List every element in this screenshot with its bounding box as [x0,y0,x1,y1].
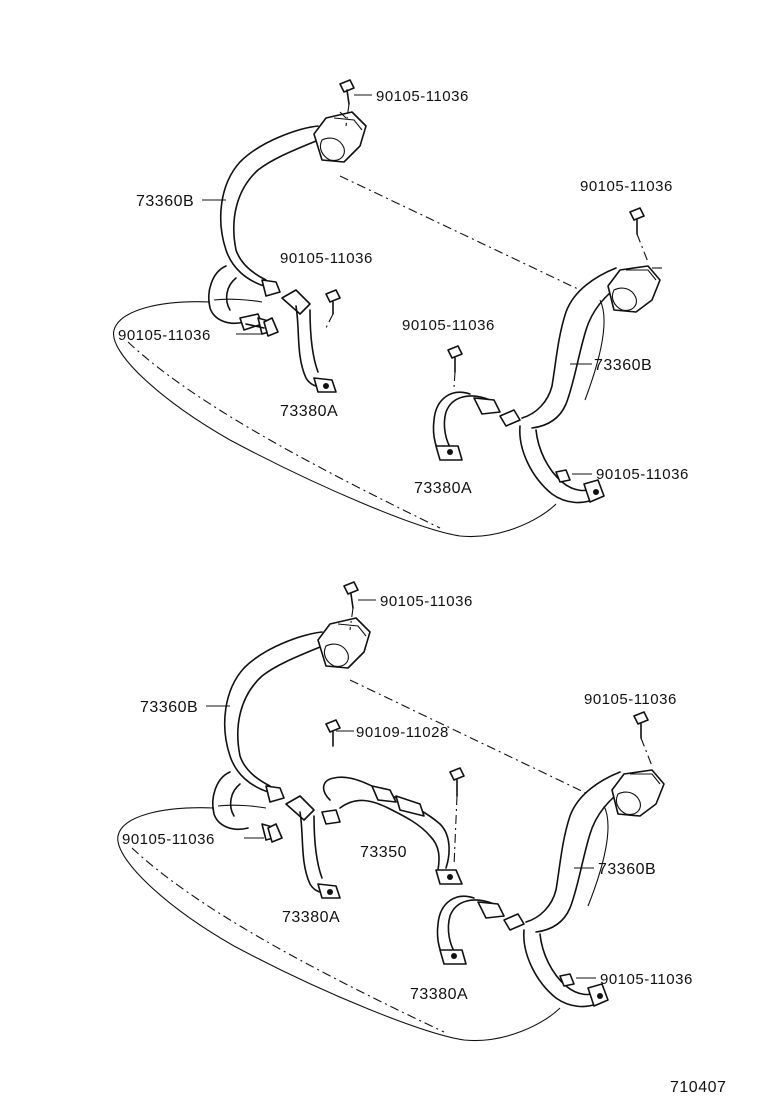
leaders-top [202,94,592,475]
anchor-right [499,409,605,504]
buckle-center [432,391,501,461]
label-buckle-center: 73380A [414,480,472,497]
label-bolt-top-bottom: 90105-11036 [380,593,473,610]
retractor-right [521,265,662,429]
buckle-center-bottom [436,895,505,965]
bolt-mid-left-icon [325,289,341,329]
label-belt-right-bottom: 73360B [598,861,656,878]
label-belt-left: 73360B [136,193,194,210]
retractor-left [220,111,367,287]
label-bolt-right-bottom: 90105-11036 [596,466,689,483]
top-assembly: 90105-11036 73360B 90105-11036 90105-110… [113,79,689,538]
label-bolt-right-top: 90105-11036 [580,178,673,195]
bolt-top-left-bottom-icon [343,581,359,631]
label-bolt-left: 90105-11036 [118,327,211,344]
bolt-left-icon [245,317,279,337]
bottom-assembly: 90105-11036 73360B 90109-11028 90105-110… [117,581,693,1042]
bolt-right-top-icon [629,207,649,263]
retractor-left-bottom [224,617,371,793]
bolt-top-left-icon [339,79,355,127]
label-bolt-center-bottom: 90109-11028 [356,724,449,741]
label-bolt-right-top-bottom: 90105-11036 [584,691,677,708]
seat-cushion-outline [113,175,605,538]
label-bolt-top: 90105-11036 [376,88,469,105]
bolt-left-bottom-icon [267,823,283,843]
buckle-left [281,289,337,393]
leaders-bottom [206,599,596,979]
label-belt-left-bottom: 73360B [140,699,198,716]
label-belt-right: 73360B [594,357,652,374]
label-lap-belt: 73350 [360,844,407,861]
buckle-left-bottom [285,795,341,899]
label-buckle-left: 73380A [280,403,338,420]
bolt-lap-bottom-icon [449,767,465,867]
label-bolt-left-bottom: 90105-11036 [122,831,215,848]
bolt-center-bottom-icon [325,719,341,747]
label-buckle-left-bottom: 73380A [282,909,340,926]
label-bolt-mid: 90105-11036 [280,250,373,267]
label-bolt-right-bottom-bottom: 90105-11036 [600,971,693,988]
lap-belt [321,776,463,885]
label-buckle-center-bottom: 73380A [410,986,468,1003]
bolt-center-icon [447,345,463,389]
seat-cushion-outline-bottom [117,679,609,1042]
label-bolt-center: 90105-11036 [402,317,495,334]
diagram-id: 710407 [670,1079,726,1096]
retractor-right-bottom [525,769,665,933]
anchor-right-bottom [503,913,609,1008]
bolt-right-top-bottom-icon [633,711,653,767]
